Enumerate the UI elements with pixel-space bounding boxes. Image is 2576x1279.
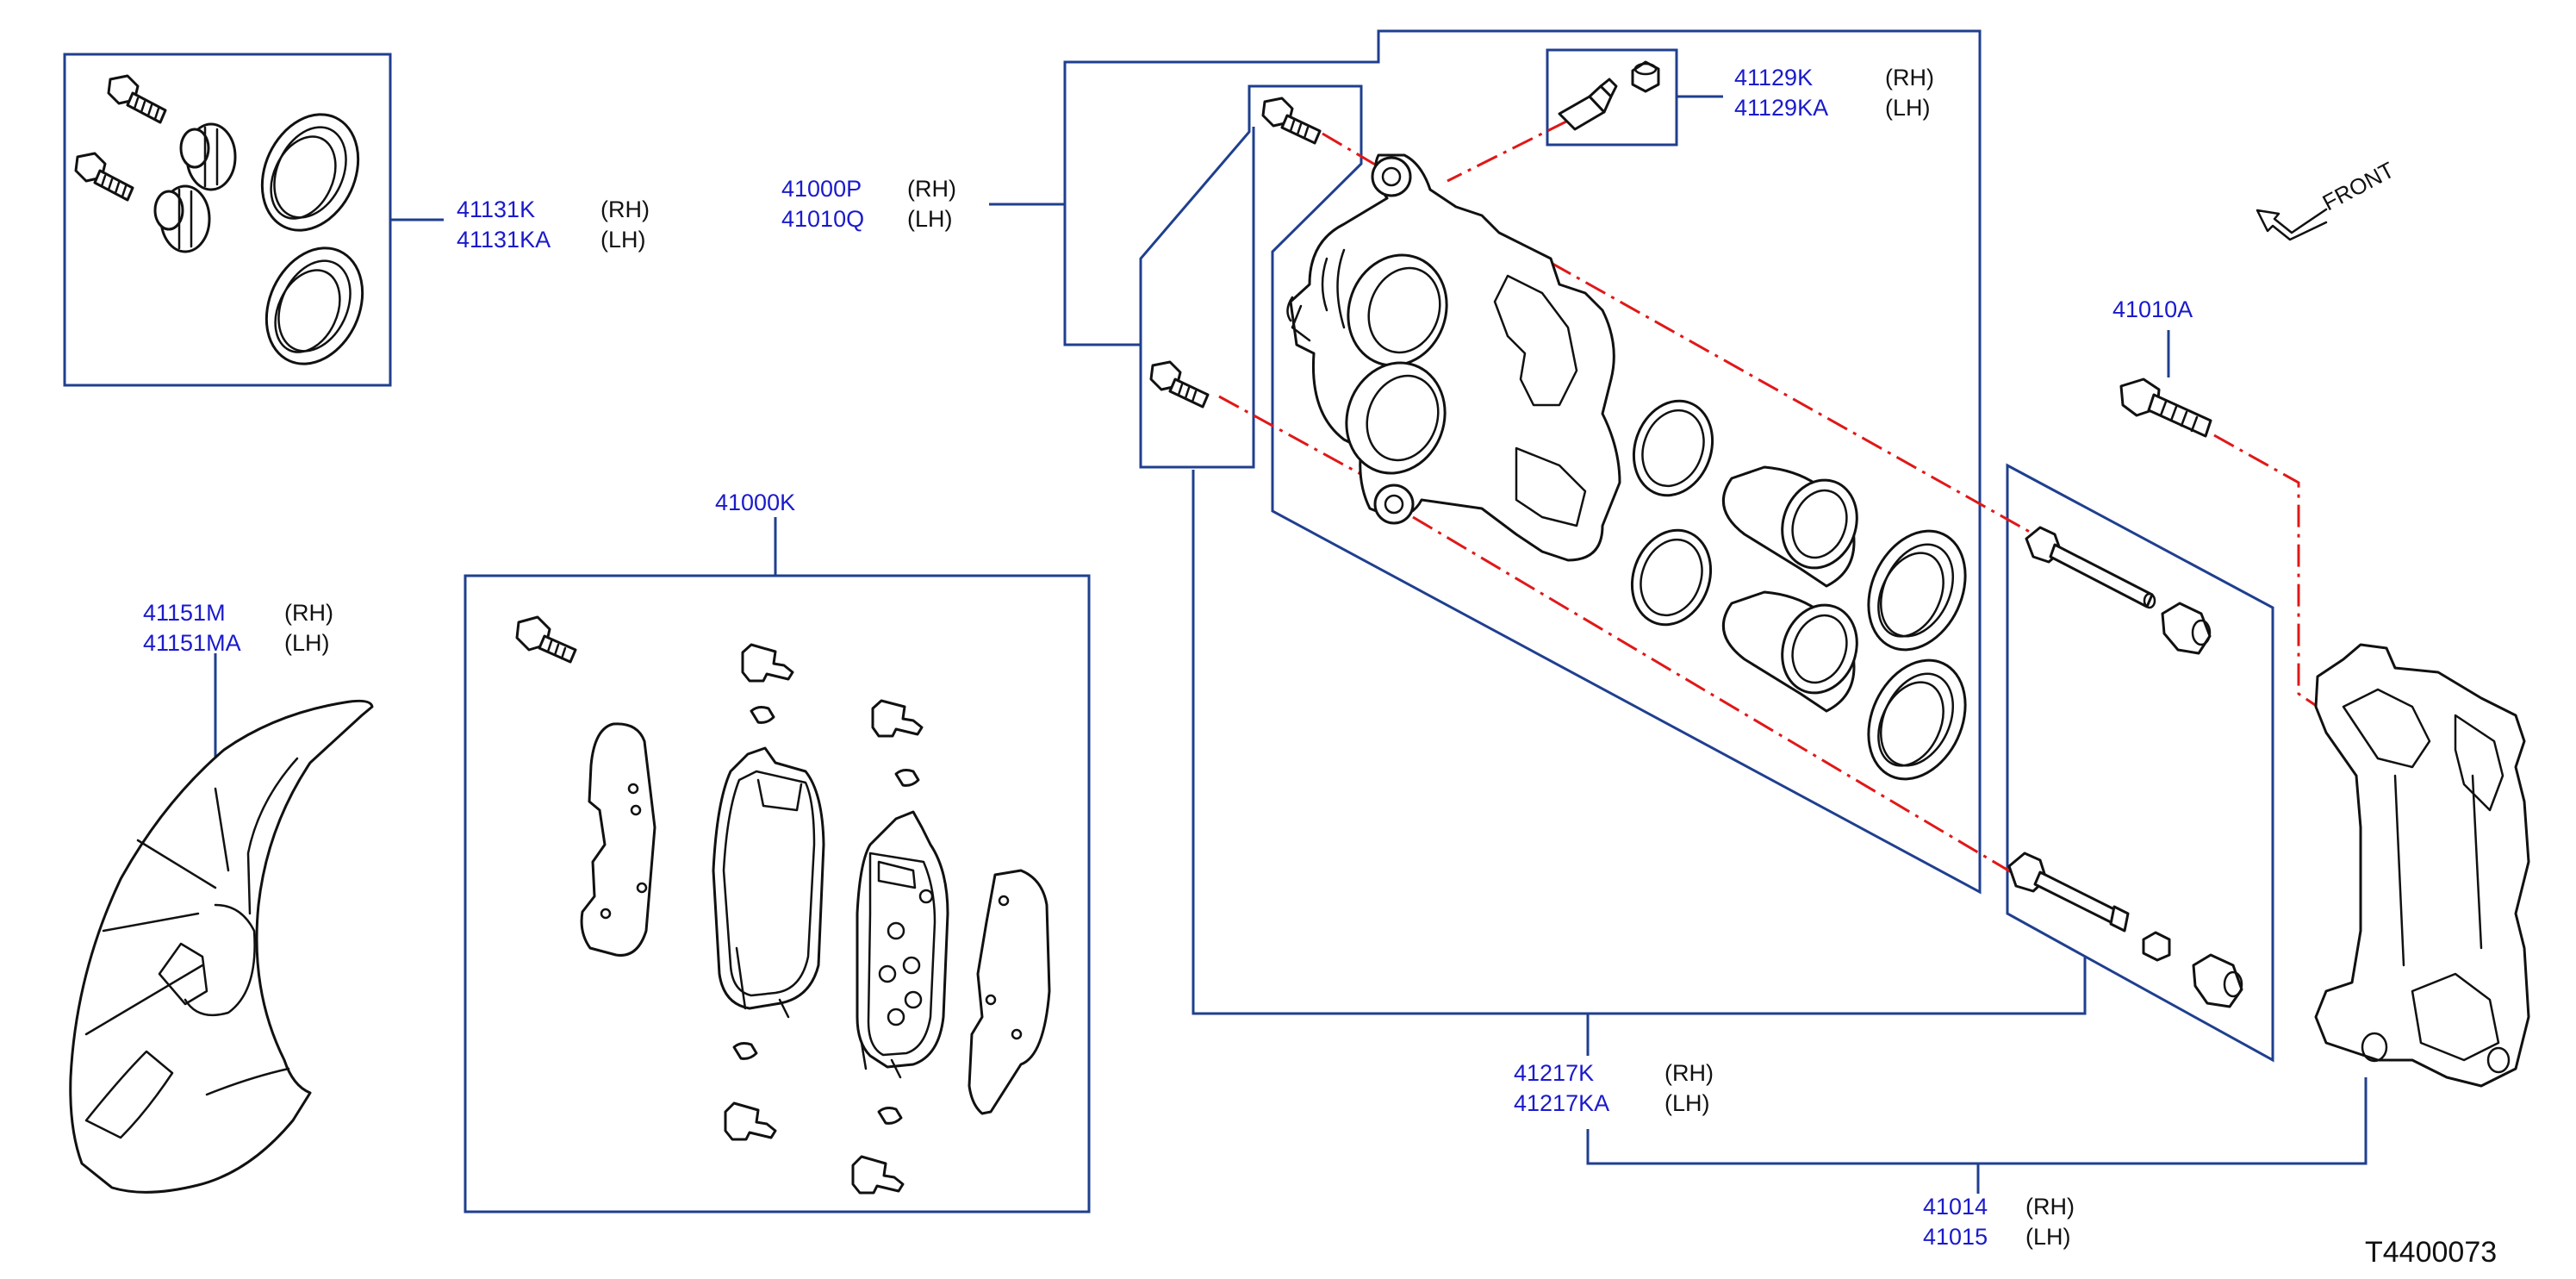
- part-number-label: 41151MA: [143, 630, 241, 656]
- bleeder-screw-icon: [1558, 78, 1618, 131]
- pistons-and-seals: [1630, 399, 1967, 781]
- shim-icon: [968, 869, 1051, 1115]
- slide-pin-icon: [2007, 852, 2130, 933]
- brake-pad-icon: [856, 810, 949, 1079]
- bracket-bolt-alignment-line: [2213, 434, 2331, 717]
- callout-labels: 41131K (RH) 41131KA (LH) 41000P (RH) 410…: [143, 65, 2497, 1269]
- torque-member-icon: [2314, 643, 2530, 1088]
- bleeder-cap-icon: [1631, 60, 1660, 93]
- side-label: (LH): [1885, 95, 1931, 121]
- pad-kit-parts: [515, 615, 1051, 1195]
- pin-sleeve-icon: [2142, 931, 2171, 962]
- pad-clip-icon: [851, 1155, 905, 1195]
- pin-kit-parts: [2007, 526, 2243, 1008]
- side-label: (LH): [284, 630, 330, 656]
- front-arrow-icon: [2256, 208, 2328, 241]
- bolt-icon: [515, 615, 577, 664]
- bracket-bolt-icon: [2119, 377, 2212, 438]
- part-number-label: 41000P: [781, 176, 862, 202]
- side-label: (LH): [1664, 1090, 1710, 1116]
- pad-kit-box: [464, 574, 1091, 1213]
- bleeder-alignment-line: [1447, 119, 1569, 183]
- part-number-label: 41010Q: [781, 206, 864, 232]
- piston-seal-icon: [260, 113, 360, 232]
- pad-spring-icon: [877, 1107, 903, 1125]
- side-label: (RH): [600, 197, 650, 222]
- part-number-label: 41217K: [1514, 1060, 1594, 1086]
- piston-seal-icon: [1632, 399, 1714, 497]
- pad-spring-icon: [894, 769, 920, 787]
- pad-clip-icon: [741, 643, 794, 683]
- piston-icon: [1721, 590, 1858, 713]
- part-number-label: 41010A: [2112, 296, 2193, 322]
- splash-shield-icon: [69, 699, 374, 1194]
- side-label: (RH): [1885, 65, 1934, 90]
- bolt-icon: [1149, 360, 1210, 409]
- part-number-label: 41000K: [715, 490, 795, 515]
- bolt-icon: [1261, 97, 1322, 145]
- side-label: (RH): [284, 600, 333, 626]
- pin-boot-icon: [2192, 953, 2243, 1008]
- pin-boot-icon: [2161, 602, 2212, 655]
- part-number-label: 41131K: [457, 197, 535, 222]
- piston-icon: [1721, 465, 1858, 588]
- front-label: FRONT: [2318, 157, 2399, 216]
- seal-kit-parts: [74, 74, 364, 365]
- bolt-icon: [107, 74, 167, 124]
- caliper-assembly-leader: [989, 203, 1141, 346]
- shim-icon: [580, 722, 656, 957]
- caliper-assembly-box: [989, 29, 1982, 895]
- piston-seal-icon: [264, 246, 364, 365]
- part-number-label: 41015: [1923, 1224, 1988, 1250]
- piston-seal-icon: [1867, 658, 1967, 781]
- side-label: (LH): [600, 227, 646, 253]
- caliper-bolts: [1149, 97, 1322, 409]
- brake-pad-icon: [712, 746, 825, 1019]
- part-number-label: 41131KA: [457, 227, 551, 253]
- piston-seal-icon: [1630, 528, 1713, 627]
- part-number-label: 41151M: [143, 600, 226, 626]
- side-label: (RH): [1664, 1060, 1714, 1086]
- bolt-icon: [74, 152, 134, 202]
- part-number-label: 41129K: [1734, 65, 1813, 90]
- diagram-reference-id: T4400073: [2365, 1236, 2497, 1269]
- bleeder-kit-parts: [1558, 60, 1660, 131]
- part-number-label: 41129KA: [1734, 95, 1828, 121]
- side-label: (LH): [2025, 1224, 2071, 1250]
- callout-boxes: [63, 29, 2368, 1213]
- slide-pin-icon: [2025, 526, 2156, 609]
- side-label: (RH): [907, 176, 956, 202]
- side-label: (LH): [907, 206, 953, 232]
- lower-pin-alignment-line: [1412, 515, 2038, 889]
- pin-kit-box: [2006, 463, 2274, 1063]
- boot-icon: [153, 184, 211, 253]
- part-number-label: 41014: [1923, 1194, 1988, 1220]
- pad-spring-icon: [750, 706, 775, 724]
- side-label: (RH): [2025, 1194, 2075, 1220]
- boot-icon: [179, 122, 237, 191]
- piston-seal-icon: [1867, 529, 1967, 652]
- pad-clip-icon: [871, 699, 924, 738]
- pin-kit-frame: [1192, 470, 2087, 1015]
- caliper-body-icon: [1286, 153, 1621, 562]
- part-number-label: 41217KA: [1514, 1090, 1609, 1116]
- pad-spring-icon: [732, 1042, 758, 1060]
- pad-clip-icon: [724, 1101, 777, 1141]
